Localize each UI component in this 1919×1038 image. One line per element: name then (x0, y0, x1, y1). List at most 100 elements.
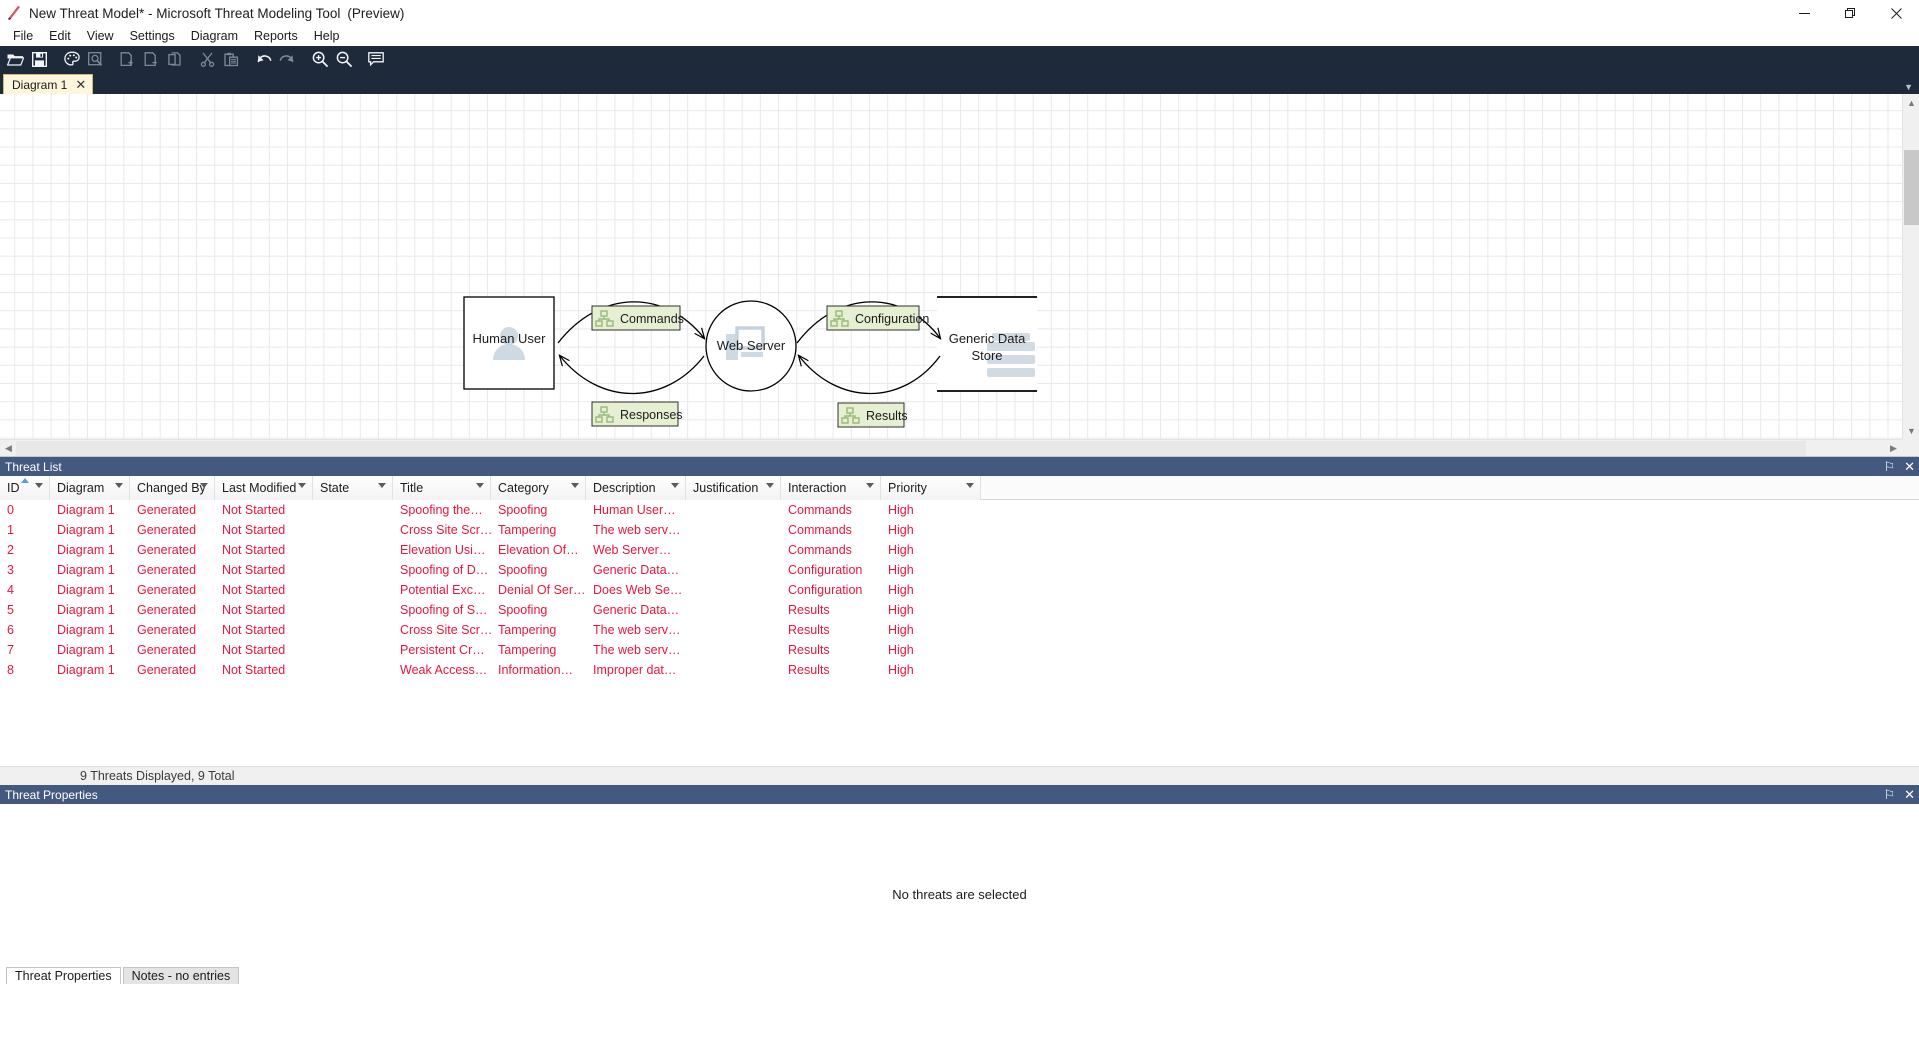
menu-reports[interactable]: Reports (254, 29, 298, 43)
scroll-up-icon[interactable]: ▲ (1903, 94, 1919, 111)
cell-title: Cross Site Scr… (400, 523, 491, 537)
chevron-down-icon[interactable]: ▼ (1904, 82, 1913, 92)
menu-settings[interactable]: Settings (129, 29, 175, 43)
pin-icon[interactable]: ⚐ (1883, 787, 1896, 802)
horizontal-scroll-thumb[interactable] (16, 441, 1806, 456)
cell-priority: High (888, 643, 914, 657)
analysis-view-icon[interactable] (84, 47, 107, 71)
cell-title: Spoofing of S… (400, 603, 488, 617)
scrollbar-corner (1902, 439, 1919, 456)
column-header-description[interactable]: Description (586, 476, 686, 500)
close-icon[interactable]: ✕ (1904, 787, 1915, 802)
minimize-button[interactable] (1781, 0, 1827, 26)
vertical-scroll-thumb[interactable] (1904, 150, 1919, 225)
scroll-right-icon[interactable]: ▶ (1885, 440, 1902, 456)
svg-text:Human User: Human User (473, 331, 547, 346)
menu-view[interactable]: View (86, 29, 114, 43)
add-diagram-icon[interactable] (116, 47, 139, 71)
undo-icon[interactable] (252, 47, 275, 71)
scroll-left-icon[interactable]: ◀ (0, 440, 17, 456)
tab-close-icon[interactable]: ✕ (75, 77, 87, 92)
cell-id: 0 (7, 503, 14, 517)
column-header-justification[interactable]: Justification (686, 476, 781, 500)
cell-diagram: Diagram 1 (57, 623, 115, 637)
diagram-canvas[interactable]: Human User Web Server (0, 94, 1902, 439)
filter-icon-state[interactable] (378, 483, 386, 488)
redo-icon[interactable] (276, 47, 299, 71)
column-header-interaction[interactable]: Interaction (781, 476, 881, 500)
cell-category: Denial Of Ser… (498, 583, 586, 597)
tab-threat-properties[interactable]: Threat Properties (6, 967, 121, 984)
filter-icon-priority[interactable] (966, 483, 974, 488)
cell-changed_by: Generated (137, 643, 197, 657)
cell-diagram: Diagram 1 (57, 643, 115, 657)
menu-help[interactable]: Help (313, 29, 340, 43)
cell-last_modified: Not Started (222, 623, 286, 637)
copy-diagram-icon[interactable] (164, 47, 187, 71)
diagram-flow-responses: Responses (591, 401, 683, 427)
column-header-changed-by[interactable]: Changed By (130, 476, 215, 500)
close-button[interactable] (1873, 0, 1919, 26)
filter-icon-changed-by[interactable] (200, 483, 208, 488)
save-icon[interactable] (28, 47, 51, 71)
main-toolbar (0, 46, 1919, 72)
paste-icon[interactable] (220, 47, 243, 71)
cell-title: Cross Site Scr… (400, 623, 491, 637)
svg-text:Generic Data: Generic Data (949, 331, 1026, 346)
tab-diagram-1[interactable]: Diagram 1 ✕ (3, 74, 94, 94)
cell-category: Spoofing (498, 603, 548, 617)
canvas-vertical-scrollbar[interactable]: ▲ ▼ (1902, 94, 1919, 439)
close-icon[interactable]: ✕ (1904, 459, 1915, 474)
filter-icon-id[interactable] (35, 483, 43, 488)
cell-title: Elevation Usi… (400, 543, 486, 557)
filter-icon-description[interactable] (671, 483, 679, 488)
column-header-category[interactable]: Category (491, 476, 586, 500)
svg-text:Responses: Responses (620, 408, 683, 422)
cell-id: 3 (7, 563, 14, 577)
maximize-button[interactable] (1827, 0, 1873, 26)
filter-icon-interaction[interactable] (866, 483, 874, 488)
palette-icon[interactable] (60, 47, 83, 71)
canvas-horizontal-scrollbar[interactable]: ◀ ▶ (0, 439, 1902, 456)
tab-notes[interactable]: Notes - no entries (122, 967, 240, 984)
open-icon[interactable] (4, 47, 27, 71)
menu-file[interactable]: File (13, 29, 34, 43)
cell-diagram: Diagram 1 (57, 523, 115, 537)
cell-interaction: Commands (788, 543, 852, 557)
cell-id: 1 (7, 523, 14, 537)
cell-last_modified: Not Started (222, 583, 286, 597)
cut-icon[interactable] (196, 47, 219, 71)
zoom-out-icon[interactable] (332, 47, 355, 71)
column-header-last-modified[interactable]: Last Modified (215, 476, 313, 500)
zoom-in-icon[interactable] (308, 47, 331, 71)
sort-ascending-icon (21, 478, 29, 483)
filter-icon-last-modified[interactable] (298, 483, 306, 488)
pin-icon[interactable]: ⚐ (1883, 459, 1896, 474)
column-header-priority[interactable]: Priority (881, 476, 981, 500)
column-header-state[interactable]: State (313, 476, 393, 500)
cell-id: 6 (7, 623, 14, 637)
column-header-diagram[interactable]: Diagram (50, 476, 130, 500)
scroll-down-icon[interactable]: ▼ (1903, 422, 1919, 439)
column-header-title[interactable]: Title (393, 476, 491, 500)
menu-diagram[interactable]: Diagram (190, 29, 238, 43)
column-header-id[interactable]: ID (0, 476, 50, 500)
notes-icon[interactable] (364, 47, 387, 71)
cell-diagram: Diagram 1 (57, 503, 115, 517)
cell-priority: High (888, 663, 914, 677)
filter-icon-category[interactable] (571, 483, 579, 488)
filter-icon-justification[interactable] (766, 483, 774, 488)
menu-edit[interactable]: Edit (49, 29, 71, 43)
remove-diagram-icon[interactable] (140, 47, 163, 71)
filter-icon-title[interactable] (476, 483, 484, 488)
filter-icon-diagram[interactable] (115, 483, 123, 488)
